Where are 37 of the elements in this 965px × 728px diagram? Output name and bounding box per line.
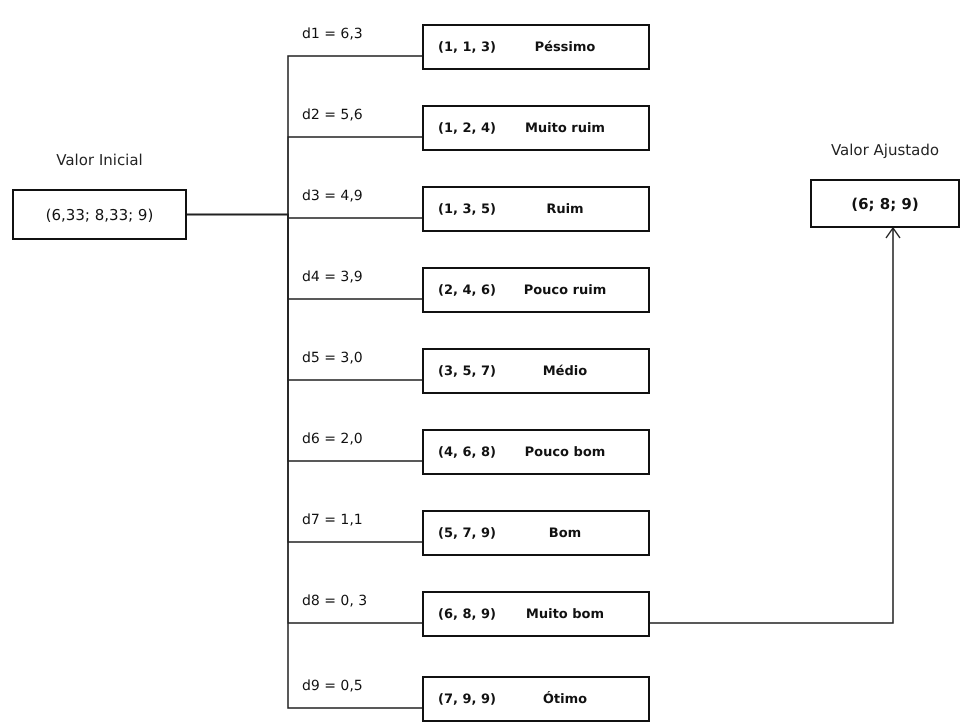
- triplet-text: (6, 8, 9): [438, 606, 496, 622]
- triplet-text: (3, 5, 7): [438, 364, 496, 378]
- rating-box: [422, 24, 650, 70]
- edge-label: d5 = 3,0: [300, 350, 365, 366]
- rating-text: Pouco ruim: [522, 282, 608, 298]
- rating-text: Pouco bom: [524, 444, 606, 460]
- edge-label: d3 = 4,9: [300, 188, 365, 204]
- triplet-text: (2, 4, 6): [438, 282, 496, 298]
- box-heading: Valor Inicial: [56, 151, 143, 169]
- box-heading: Valor Ajustado: [830, 141, 940, 159]
- value-text: (6; 8; 9): [851, 194, 919, 212]
- triplet-text: (1, 2, 4): [438, 120, 496, 136]
- rating-text: Bom: [548, 526, 582, 540]
- edge-label: d6 = 2,0: [300, 431, 365, 447]
- edge-label: d2 = 5,6: [300, 107, 365, 123]
- triplet-text: (1, 1, 3): [438, 40, 496, 54]
- rating-text: Péssimo: [534, 40, 596, 54]
- rating-box: [422, 429, 650, 475]
- rating-box: [422, 105, 650, 151]
- edge-label: d4 = 3,9: [300, 269, 365, 285]
- rating-box: [422, 591, 650, 637]
- arrow: [650, 227, 901, 624]
- rating-box: [422, 510, 650, 556]
- rating-text: Muito ruim: [524, 120, 606, 136]
- rating-box: [422, 676, 650, 722]
- rating-box: [422, 348, 650, 394]
- rating-text: Muito bom: [524, 606, 606, 622]
- triplet-text: (7, 9, 9): [438, 692, 496, 706]
- rating-text: Ótimo: [542, 692, 588, 706]
- rating-text: Ruim: [545, 202, 585, 216]
- triplet-text: (4, 6, 8): [438, 444, 496, 460]
- rating-text: Médio: [542, 364, 588, 378]
- triplet-text: (5, 7, 9): [438, 526, 496, 540]
- triplet-text: (1, 3, 5): [438, 202, 496, 216]
- rating-box: [422, 267, 650, 313]
- value-text: (6,33; 8,33; 9): [46, 206, 154, 224]
- rating-box: [422, 186, 650, 232]
